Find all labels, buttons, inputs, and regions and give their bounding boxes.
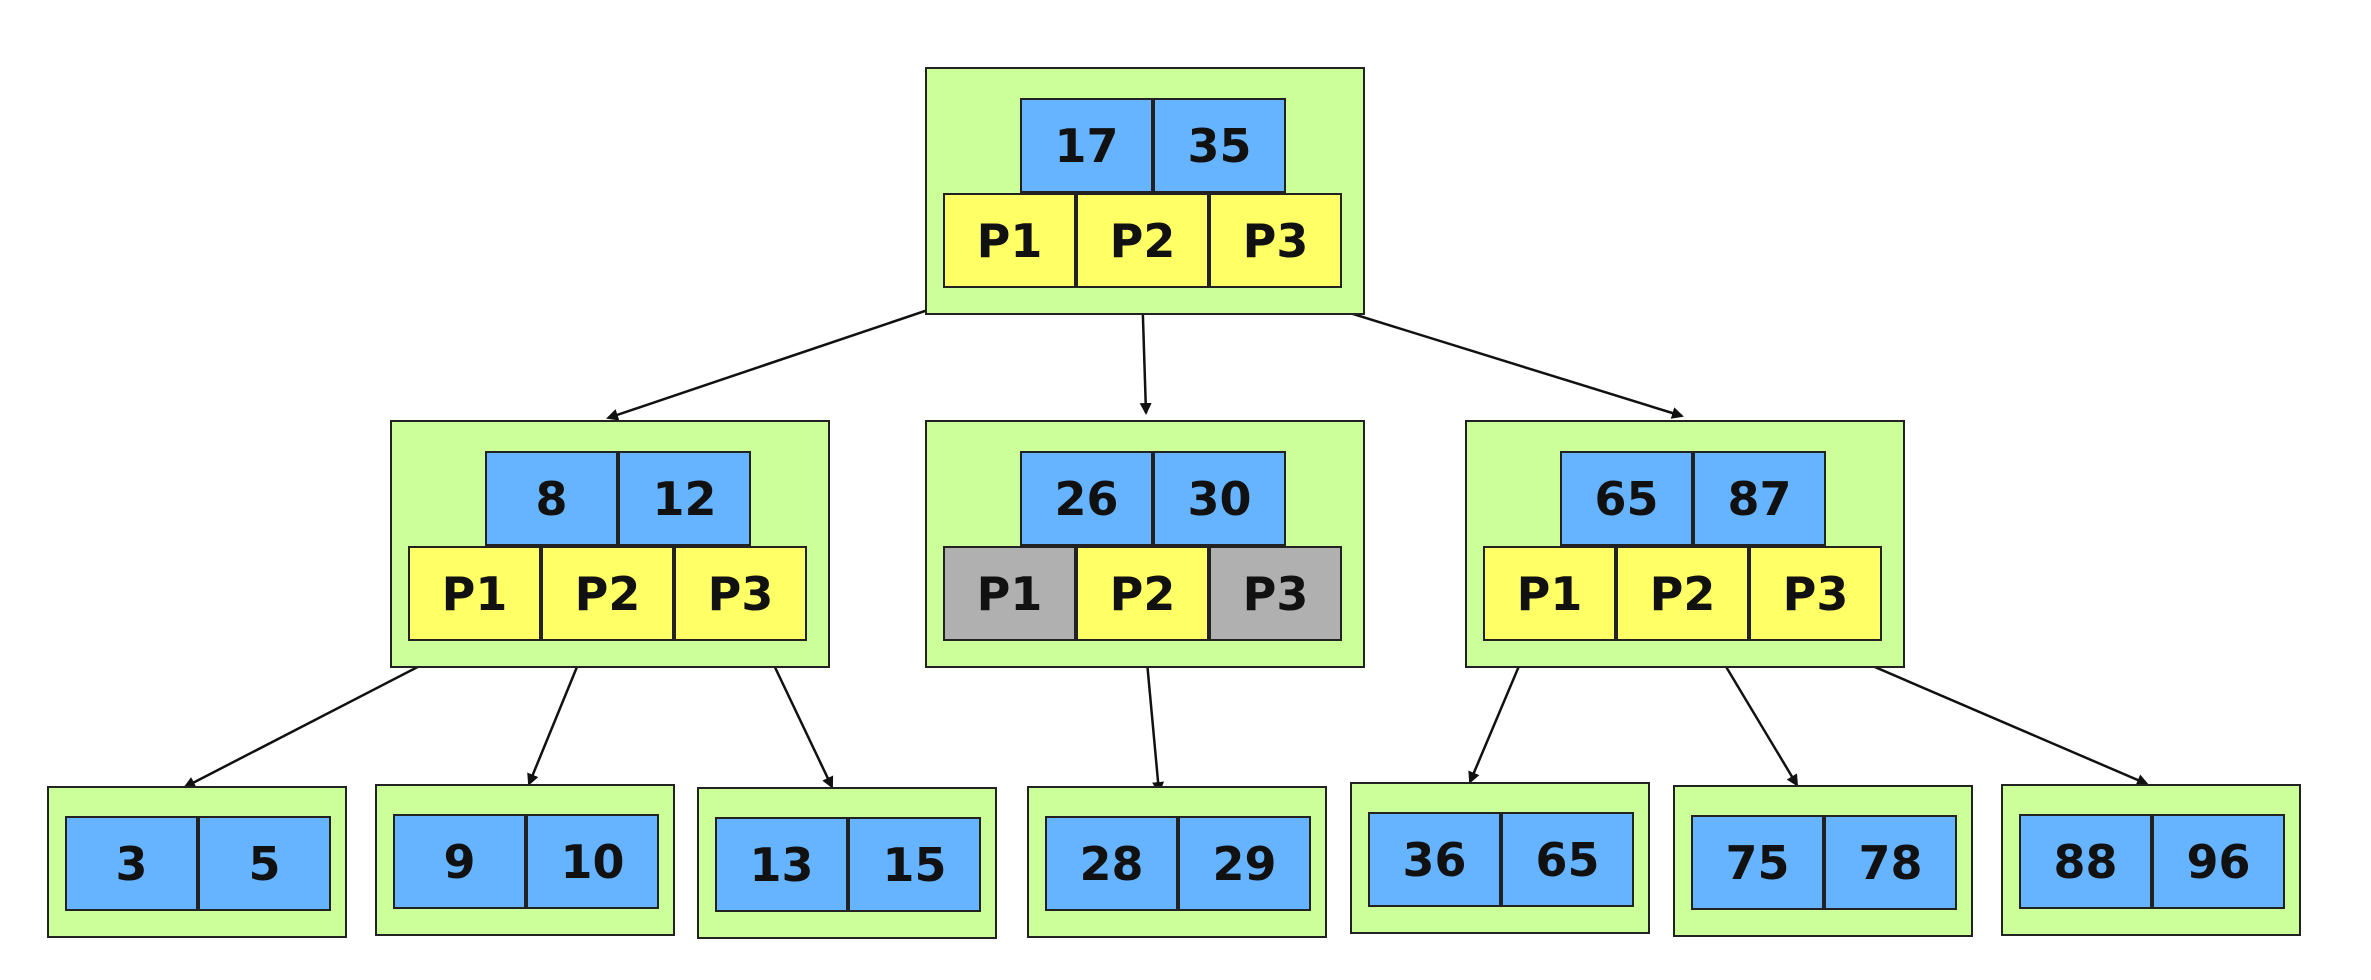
internal-node-pointer-p3: P3 bbox=[1209, 546, 1342, 641]
internal-node-pointer-p3: P3 bbox=[674, 546, 807, 641]
leaf-key: 9 bbox=[393, 814, 526, 909]
internal-node-pointer-p3: P3 bbox=[1749, 546, 1882, 641]
leaf-key: 13 bbox=[715, 817, 848, 912]
internal-node-pointer-p1: P1 bbox=[943, 546, 1076, 641]
internal-node-key: 87 bbox=[1693, 451, 1826, 546]
leaf-key: 78 bbox=[1824, 815, 1957, 910]
internal-node-pointer-p2: P2 bbox=[541, 546, 674, 641]
root-node-key: 17 bbox=[1020, 98, 1153, 193]
leaf-key: 65 bbox=[1501, 812, 1634, 907]
leaf-key: 29 bbox=[1178, 816, 1311, 911]
internal-node-key: 30 bbox=[1153, 451, 1286, 546]
internal-node-key: 26 bbox=[1020, 451, 1153, 546]
internal-node-key: 8 bbox=[485, 451, 618, 546]
internal-node-pointer-p1: P1 bbox=[1483, 546, 1616, 641]
leaf-key: 75 bbox=[1691, 815, 1824, 910]
root-node-key: 35 bbox=[1153, 98, 1286, 193]
root-node-pointer-p3: P3 bbox=[1209, 193, 1342, 288]
leaf-key: 5 bbox=[198, 816, 331, 911]
leaf-key: 28 bbox=[1045, 816, 1178, 911]
leaf-key: 15 bbox=[848, 817, 981, 912]
leaf-key: 96 bbox=[2152, 814, 2285, 909]
internal-node-pointer-p1: P1 bbox=[408, 546, 541, 641]
root-node-pointer-p2: P2 bbox=[1076, 193, 1209, 288]
internal-node-key: 65 bbox=[1560, 451, 1693, 546]
leaf-key: 10 bbox=[526, 814, 659, 909]
leaf-key: 3 bbox=[65, 816, 198, 911]
internal-node-key: 12 bbox=[618, 451, 751, 546]
leaf-key: 36 bbox=[1368, 812, 1501, 907]
internal-node-pointer-p2: P2 bbox=[1616, 546, 1749, 641]
internal-node-pointer-p2: P2 bbox=[1076, 546, 1209, 641]
root-node-pointer-p1: P1 bbox=[943, 193, 1076, 288]
leaf-key: 88 bbox=[2019, 814, 2152, 909]
